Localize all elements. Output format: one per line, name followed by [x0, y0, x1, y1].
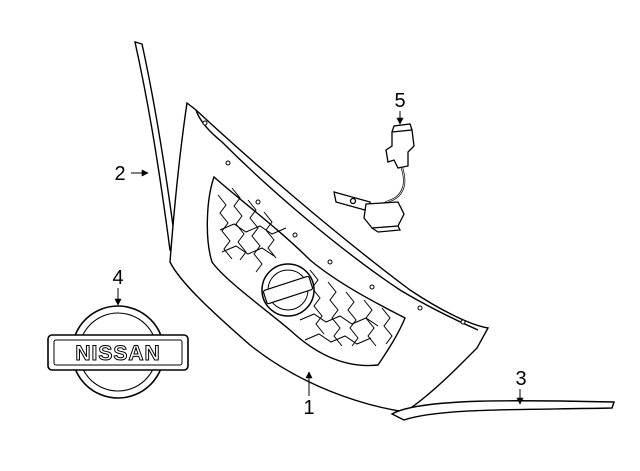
grille-assembly: [169, 101, 490, 413]
upper-molding-strip: [134, 41, 177, 251]
callout-number-5: 5: [394, 90, 405, 112]
callout-number-1: 1: [303, 397, 314, 419]
callout-number-4: 4: [112, 267, 123, 289]
sensor-assembly: [333, 123, 415, 233]
emblem-text: NISSAN: [75, 342, 160, 365]
callout-number-3: 3: [515, 368, 526, 390]
emblem-badge: NISSAN: [47, 305, 189, 399]
lower-molding-strip: [390, 399, 615, 421]
callout-number-2: 2: [114, 163, 125, 185]
